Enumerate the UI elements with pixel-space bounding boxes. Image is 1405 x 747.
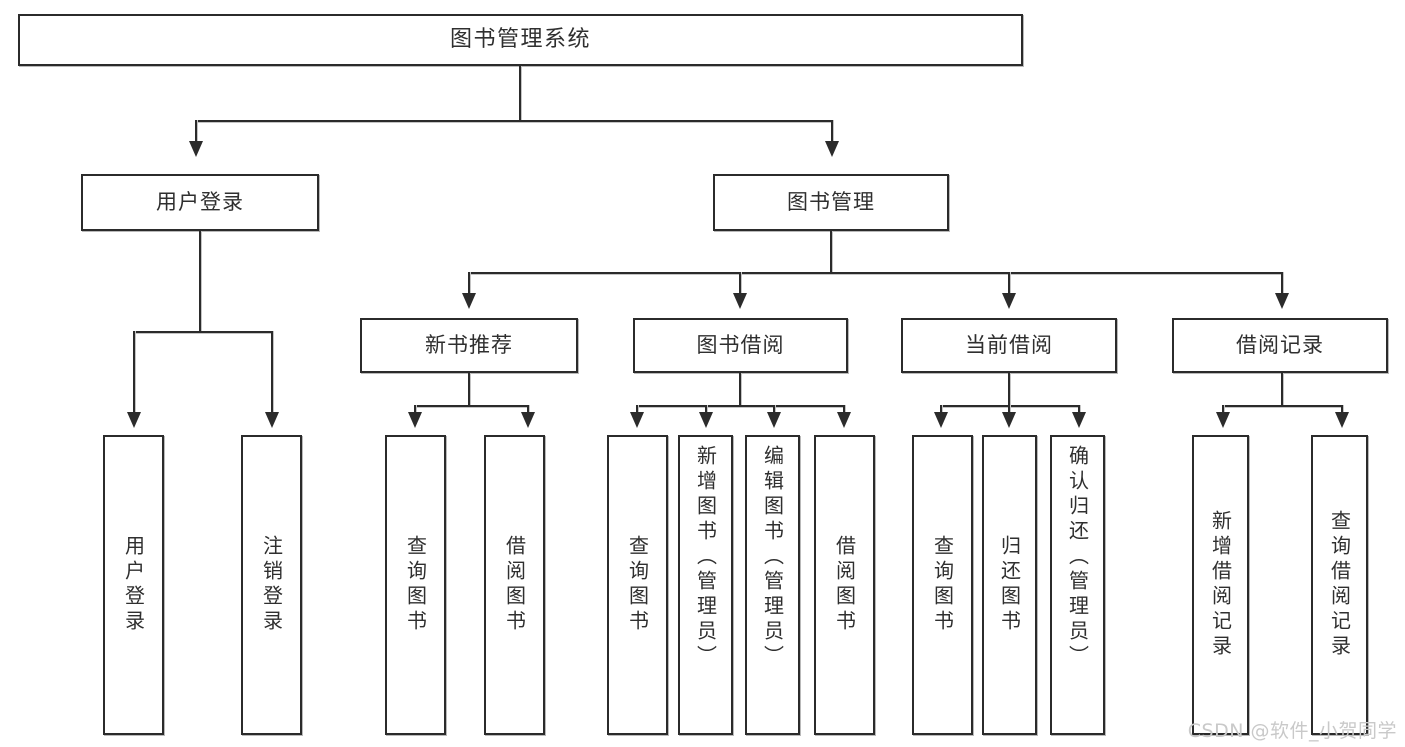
arrow-to-leaf-add-record	[1216, 412, 1230, 428]
connector-cb-2	[1008, 405, 1010, 415]
arrow-to-leaf-confirm-return	[1072, 412, 1086, 428]
arrow-to-new-book-recommend	[462, 293, 476, 309]
connector-new-book-bar	[415, 405, 529, 407]
node-label: 图书管理	[787, 190, 875, 214]
leaf-return-book[interactable]: 归还图书	[982, 435, 1037, 735]
leaf-query-book-recommend[interactable]: 查询图书	[385, 435, 446, 735]
connector-book-borrow-bar	[637, 405, 845, 407]
arrow-to-leaf-edit-book	[767, 412, 781, 428]
arrow-to-leaf-user-login	[127, 412, 141, 428]
connector-nb-right	[527, 405, 529, 415]
connector-bm-to-current	[1008, 272, 1010, 296]
connector-br-1	[1222, 405, 1224, 415]
connector-nb-left	[414, 405, 416, 415]
leaf-label: 查询图书	[403, 535, 428, 635]
arrow-to-leaf-query-book-3	[934, 412, 948, 428]
leaf-query-borrow-record[interactable]: 查询借阅记录	[1311, 435, 1368, 735]
node-label: 新书推荐	[425, 333, 513, 357]
connector-book-manage-bar	[469, 272, 1283, 274]
connector-root-to-book-manage	[831, 120, 833, 143]
arrow-to-leaf-logout	[265, 412, 279, 428]
leaf-label: 确认归还（管理员）	[1065, 445, 1090, 670]
connector-current-borrow-stem	[1008, 373, 1010, 406]
connector-cb-3	[1078, 405, 1080, 415]
leaf-query-book-current[interactable]: 查询图书	[912, 435, 973, 735]
connector-root-stem	[519, 66, 521, 121]
leaf-add-borrow-record[interactable]: 新增借阅记录	[1192, 435, 1249, 735]
node-label: 图书借阅	[696, 333, 785, 357]
connector-bb-3	[773, 405, 775, 415]
leaf-label: 查询图书	[930, 535, 955, 635]
connector-root-to-user-login	[195, 120, 197, 143]
leaf-label: 注销登录	[259, 535, 284, 635]
arrow-to-borrow-record	[1275, 293, 1289, 309]
arrow-to-leaf-query-book-2	[630, 412, 644, 428]
connector-bm-to-borrow	[739, 272, 741, 296]
node-root-system[interactable]: 图书管理系统	[18, 14, 1023, 66]
connector-current-borrow-bar	[941, 405, 1080, 407]
arrow-to-user-login	[189, 141, 203, 157]
connector-user-login-right	[271, 331, 273, 415]
leaf-add-book[interactable]: 新增图书（管理员）	[678, 435, 733, 735]
leaf-borrow-book-recommend[interactable]: 借阅图书	[484, 435, 545, 735]
connector-borrow-record-stem	[1281, 373, 1283, 406]
arrow-to-book-borrow	[733, 293, 747, 309]
arrow-to-leaf-query-book-1	[408, 412, 422, 428]
leaf-edit-book[interactable]: 编辑图书（管理员）	[745, 435, 800, 735]
node-label: 借阅记录	[1236, 333, 1324, 357]
leaf-query-book-borrow[interactable]: 查询图书	[607, 435, 668, 735]
node-label: 用户登录	[156, 190, 244, 214]
node-label: 当前借阅	[965, 333, 1053, 357]
arrow-to-leaf-borrow-book-2	[837, 412, 851, 428]
leaf-label: 借阅图书	[832, 535, 857, 635]
node-label: 图书管理系统	[449, 27, 591, 52]
node-user-login[interactable]: 用户登录	[81, 174, 319, 231]
leaf-confirm-return[interactable]: 确认归还（管理员）	[1050, 435, 1105, 735]
leaf-label: 查询图书	[625, 535, 650, 635]
connector-br-2	[1341, 405, 1343, 415]
connector-new-book-stem	[468, 373, 470, 406]
connector-root-bar	[196, 120, 833, 122]
arrow-to-leaf-add-book	[699, 412, 713, 428]
connector-bb-1	[636, 405, 638, 415]
arrow-to-book-manage	[825, 141, 839, 157]
leaf-label: 用户登录	[121, 535, 146, 635]
leaf-label: 归还图书	[997, 535, 1022, 635]
arrow-to-leaf-query-record	[1335, 412, 1349, 428]
connector-bb-2	[705, 405, 707, 415]
connector-book-borrow-stem	[739, 373, 741, 406]
arrow-to-leaf-borrow-book-1	[521, 412, 535, 428]
leaf-label: 编辑图书（管理员）	[760, 445, 785, 670]
connector-user-login-bar	[134, 331, 273, 333]
arrow-to-current-borrow	[1002, 293, 1016, 309]
leaf-label: 借阅图书	[502, 535, 527, 635]
connector-user-login-stem	[199, 231, 201, 332]
node-current-borrow[interactable]: 当前借阅	[901, 318, 1117, 373]
connector-user-login-left	[133, 331, 135, 415]
connector-bb-4	[843, 405, 845, 415]
leaf-user-login[interactable]: 用户登录	[103, 435, 164, 735]
connector-bm-to-new-book	[468, 272, 470, 296]
node-book-borrow[interactable]: 图书借阅	[633, 318, 848, 373]
node-book-management[interactable]: 图书管理	[713, 174, 949, 231]
node-new-book-recommend[interactable]: 新书推荐	[360, 318, 578, 373]
connector-book-manage-stem	[830, 231, 832, 273]
leaf-label: 新增借阅记录	[1208, 510, 1233, 660]
leaf-label: 查询借阅记录	[1327, 510, 1352, 660]
arrow-to-leaf-return-book	[1002, 412, 1016, 428]
node-borrow-record[interactable]: 借阅记录	[1172, 318, 1388, 373]
leaf-label: 新增图书（管理员）	[693, 445, 718, 670]
connector-bm-to-record	[1281, 272, 1283, 296]
connector-cb-1	[940, 405, 942, 415]
connector-borrow-record-bar	[1223, 405, 1343, 407]
leaf-logout[interactable]: 注销登录	[241, 435, 302, 735]
leaf-borrow-book[interactable]: 借阅图书	[814, 435, 875, 735]
watermark-text: CSDN @软件_小贺同学	[1187, 720, 1397, 742]
